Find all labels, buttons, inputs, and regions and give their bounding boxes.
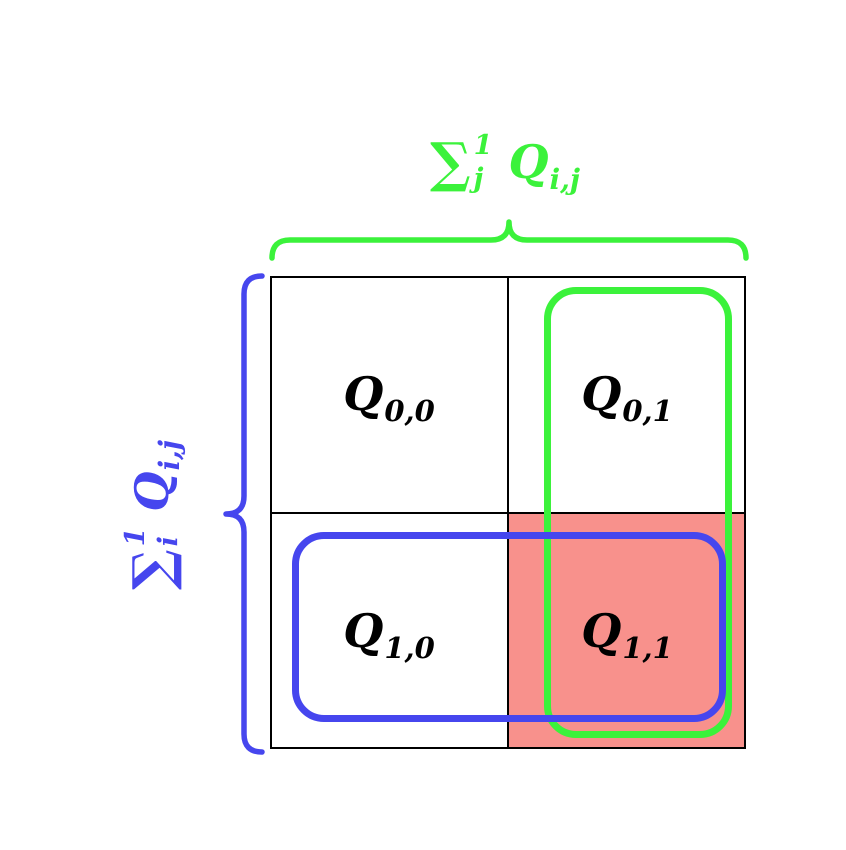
- cell-base: Q: [581, 604, 622, 658]
- cell-subscript: 1,1: [622, 631, 673, 665]
- summand-subscript: i,j: [549, 163, 581, 196]
- summand-subscript: i,j: [153, 439, 186, 471]
- cell-q10: Q1,0: [343, 604, 435, 665]
- sigma-subscript: i: [153, 536, 184, 547]
- sigma-symbol: ∑: [429, 130, 471, 194]
- cell-base: Q: [343, 604, 384, 658]
- sigma-superscript: 1: [473, 130, 493, 161]
- cell-base: Q: [343, 367, 384, 421]
- cell-subscript: 0,1: [622, 394, 673, 428]
- summand: Qi,j: [125, 440, 186, 512]
- sigma-limits: 1 i: [120, 527, 184, 547]
- row-sum-label: ∑ 1 i Qi,j: [120, 440, 186, 591]
- sigma-superscript: 1: [120, 527, 151, 547]
- column-selection-outline: [544, 287, 732, 738]
- cell-base: Q: [581, 367, 622, 421]
- column-sum-label: ∑ 1 j Qi,j: [429, 130, 580, 194]
- sigma-symbol: ∑: [120, 549, 184, 591]
- summand-base: Q: [508, 135, 549, 189]
- summand: Qi,j: [508, 139, 580, 194]
- summand-base: Q: [125, 471, 179, 512]
- cell-q00: Q0,0: [343, 367, 435, 428]
- cell-q11: Q1,1: [581, 604, 673, 665]
- cell-subscript: 1,0: [384, 631, 435, 665]
- top-brace: [269, 219, 749, 261]
- left-brace: [223, 273, 265, 755]
- row-selection-outline: [292, 532, 726, 722]
- cell-q01: Q0,1: [581, 367, 673, 428]
- sigma-subscript: j: [473, 163, 484, 194]
- cell-subscript: 0,0: [384, 394, 435, 428]
- grid-horizontal-divider: [272, 511, 744, 514]
- sigma-limits: 1 j: [474, 132, 493, 192]
